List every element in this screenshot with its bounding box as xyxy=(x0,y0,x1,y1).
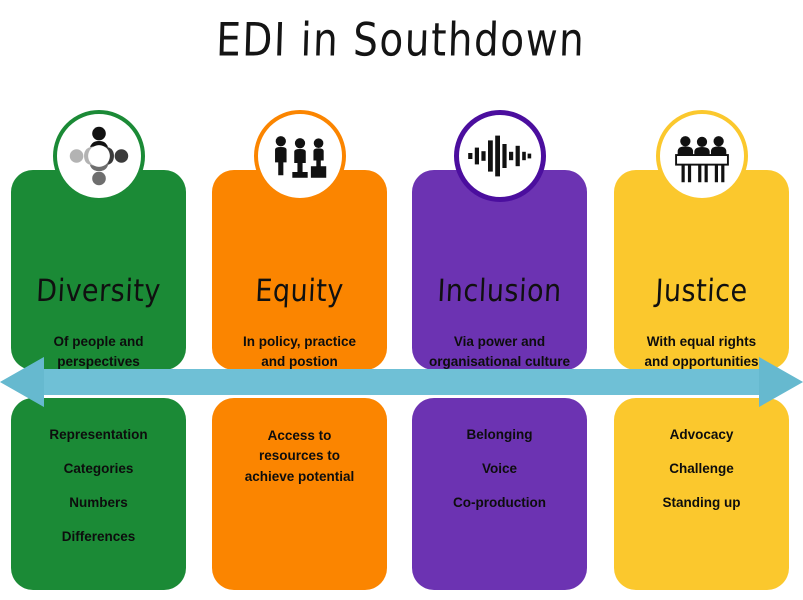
icon-badge-inclusion xyxy=(453,110,546,202)
subtitle-line-2: and postion xyxy=(261,353,338,369)
heading-justice: Justice xyxy=(654,273,749,310)
subtitle-equity: In policy, practice and postion xyxy=(218,332,381,370)
spectrum-arrow xyxy=(0,355,803,409)
card-top-inclusion: Inclusion Via power and organisational c… xyxy=(412,170,587,370)
list-item: Advocacy xyxy=(669,427,734,442)
column-diversity: Diversity Of people and perspectives xyxy=(11,110,186,590)
list-item: Standing up xyxy=(662,494,741,510)
icon-badge-justice xyxy=(655,110,748,202)
column-inclusion: Inclusion Via power and organisational c… xyxy=(412,110,587,590)
list-item: Access to xyxy=(267,428,332,443)
subtitle-diversity: Of people and perspectives xyxy=(17,332,180,370)
column-justice: Justice With equal rights and opportunit… xyxy=(614,110,789,590)
people-on-boxes-icon xyxy=(268,124,332,188)
sound-waveform-icon xyxy=(467,126,533,186)
card-bottom-inclusion: Belonging Voice Co-production xyxy=(412,398,587,590)
subtitle-line-2: and opportunities xyxy=(644,353,759,369)
list-item: Numbers xyxy=(69,494,128,510)
subtitle-line-1: Via power and xyxy=(453,334,546,350)
list-item: achieve potential xyxy=(244,468,355,484)
heading-diversity: Diversity xyxy=(35,273,162,310)
subtitle-justice: With equal rights and opportunities xyxy=(620,332,783,370)
subtitle-line-2: organisational culture xyxy=(428,353,571,369)
card-top-diversity: Diversity Of people and perspectives xyxy=(11,170,186,370)
list-item: Co-production xyxy=(453,494,546,510)
list-item: Challenge xyxy=(669,460,734,476)
card-top-justice: Justice With equal rights and opportunit… xyxy=(614,170,789,370)
subtitle-line-1: In policy, practice xyxy=(242,334,357,350)
list-item: resources to xyxy=(258,448,341,464)
subtitle-line-1: With equal rights xyxy=(646,334,757,350)
icon-badge-equity xyxy=(253,110,346,202)
list-item: Differences xyxy=(61,528,136,544)
list-item: Categories xyxy=(63,460,134,476)
protest-banner-icon xyxy=(670,126,734,186)
list-item: Representation xyxy=(49,427,148,442)
card-bottom-justice: Advocacy Challenge Standing up xyxy=(614,398,789,590)
list-item: Voice xyxy=(481,460,517,476)
page-title: EDI in Southdown xyxy=(215,14,587,68)
heading-equity: Equity xyxy=(254,273,345,310)
heading-inclusion: Inclusion xyxy=(436,273,563,310)
subtitle-inclusion: Via power and organisational culture xyxy=(418,332,581,370)
people-circle-icon xyxy=(65,122,133,190)
icon-badge-diversity xyxy=(52,110,145,202)
column-equity: Equity In policy, practice and postion xyxy=(212,110,387,590)
subtitle-line-2: perspectives xyxy=(57,353,140,369)
card-top-equity: Equity In policy, practice and postion xyxy=(212,170,387,370)
card-bottom-diversity: Representation Categories Numbers Differ… xyxy=(11,398,186,590)
subtitle-line-1: Of people and xyxy=(53,334,144,350)
list-item: Belonging xyxy=(466,427,533,442)
card-bottom-equity: Access to resources to achieve potential xyxy=(212,398,387,590)
